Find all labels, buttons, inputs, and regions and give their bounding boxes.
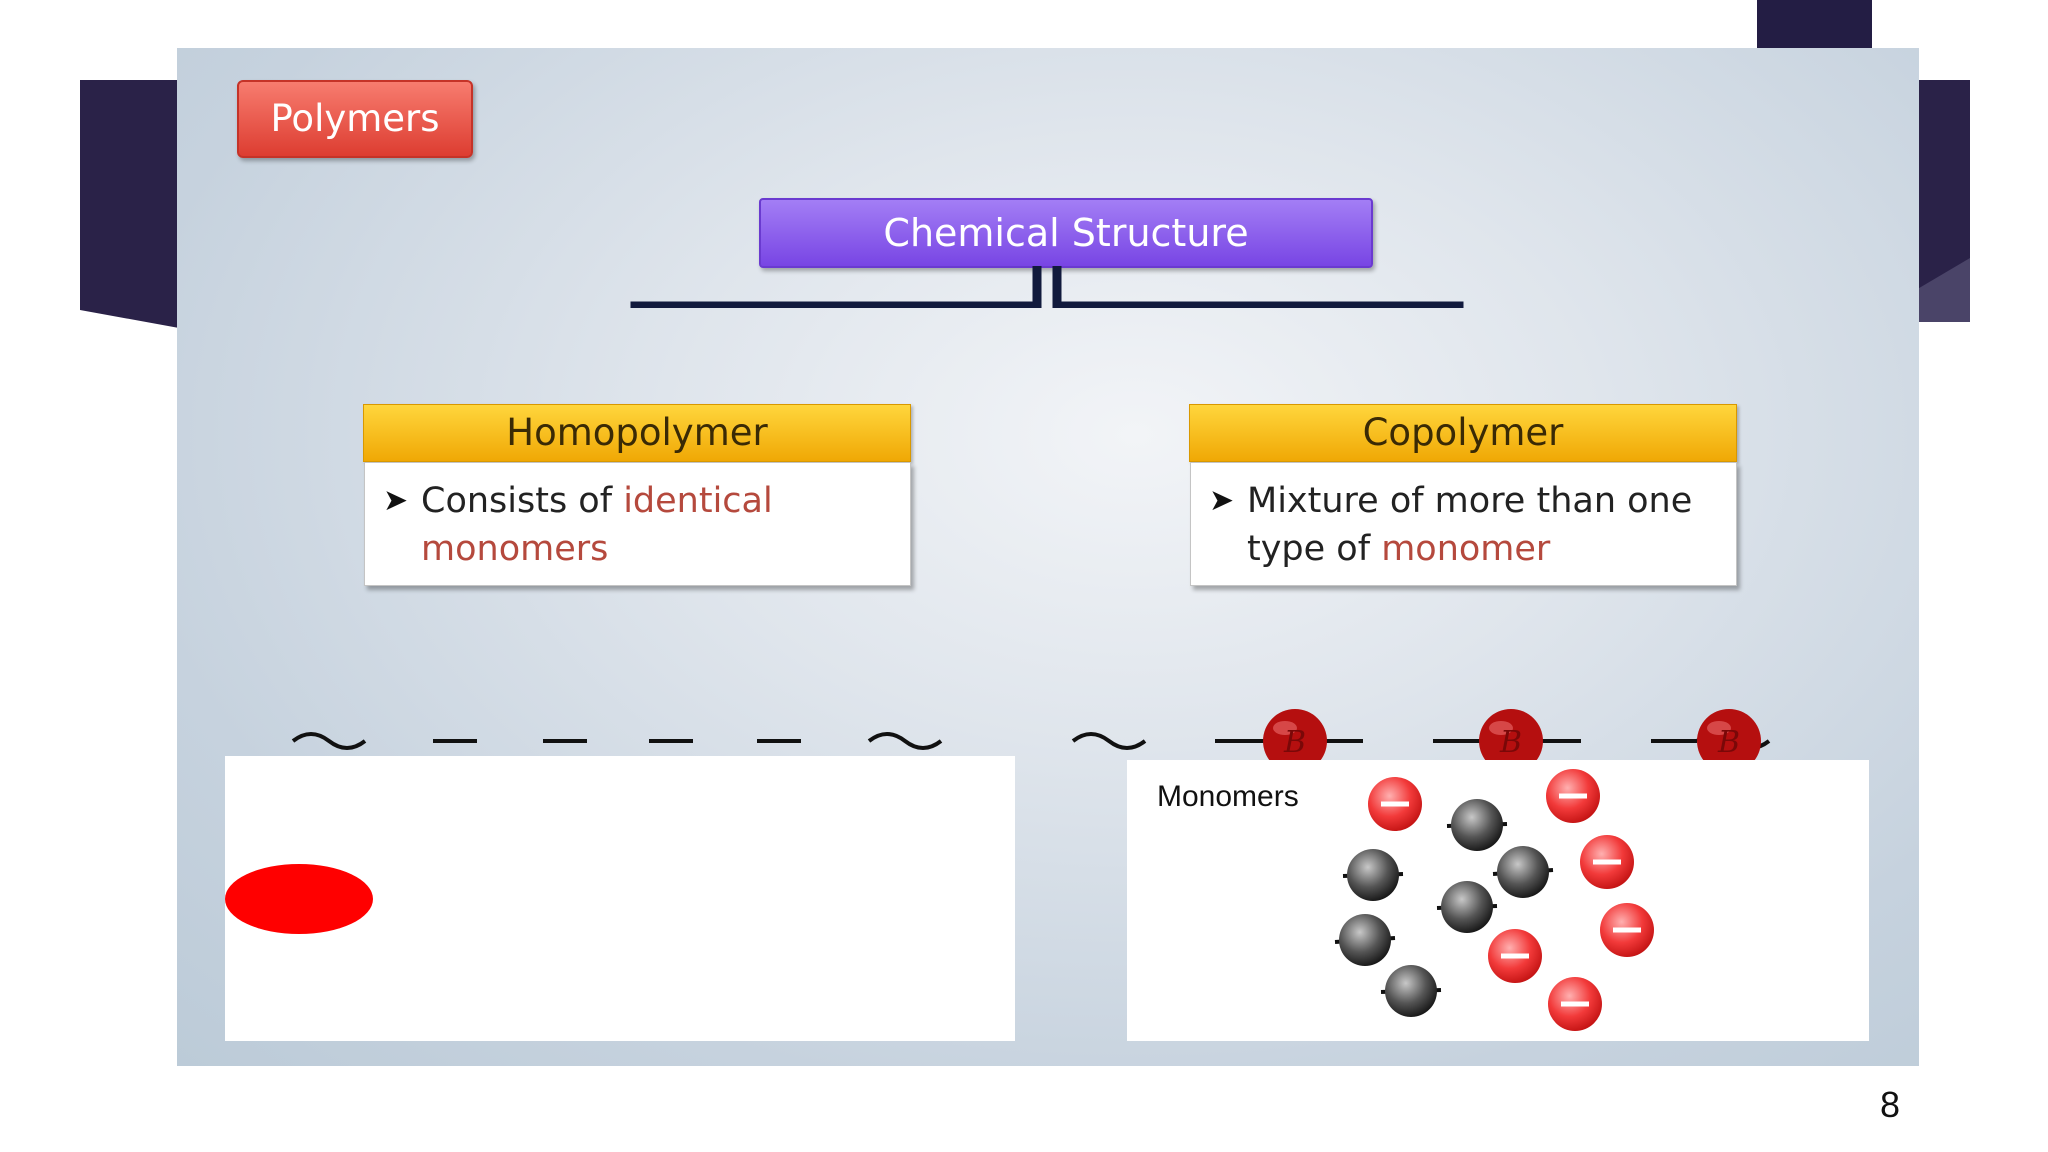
template-top-block	[1757, 0, 1872, 50]
chain-end-wave-icon	[291, 732, 367, 750]
homopolymer-animation-panel	[225, 756, 1015, 1041]
bead-label: B	[1717, 725, 1740, 760]
chain-end-wave-icon	[867, 732, 943, 750]
monomer-bead-b: B	[1263, 709, 1327, 768]
bullet-arrow-icon: ➤	[1209, 483, 1235, 518]
homopolymer-header: Homopolymer	[363, 404, 911, 462]
chain-end-wave-icon	[1071, 732, 1147, 750]
homopolymer-chain	[291, 732, 943, 750]
dark-monomer	[1436, 881, 1498, 933]
dark-monomer	[1492, 846, 1554, 898]
polymer-chains: B B B	[291, 709, 1771, 768]
copolymer-header: Copolymer	[1189, 404, 1737, 462]
homopolymer-text-end: monomers	[421, 529, 609, 569]
red-monomer	[1488, 929, 1542, 983]
slide-image: Polymers Chemical Structure Homopolymer …	[177, 48, 1919, 1066]
copolymer-text: Mixture of more than one type of	[1247, 481, 1693, 569]
red-monomer	[1548, 977, 1602, 1031]
polymers-tag: Polymers	[237, 80, 473, 158]
dark-monomer	[1446, 799, 1508, 851]
copolymer-chain: B B B	[1071, 709, 1771, 768]
monomer-bead-b: B	[1479, 709, 1543, 768]
bead-label: B	[1499, 725, 1522, 760]
left-connector	[630, 266, 1042, 308]
dark-monomer	[1380, 965, 1442, 1017]
monomer-scatter	[1334, 769, 1654, 1031]
red-monomer	[1600, 903, 1654, 957]
copolymer-highlight: monomer	[1381, 529, 1551, 569]
homopolymer-highlight: identical	[623, 481, 773, 521]
copolymer-description: ➤ Mixture of more than one type of monom…	[1190, 462, 1737, 586]
monomer-panel: Monomers	[1127, 760, 1869, 1041]
red-monomer	[1368, 777, 1422, 831]
red-monomer	[1546, 769, 1600, 823]
homopolymer-description: ➤ Consists of identical monomers	[364, 462, 911, 586]
monomer-bead-b: B	[1697, 709, 1761, 768]
red-monomer-blob	[225, 864, 373, 934]
page-number: 8	[1880, 1084, 1901, 1125]
dark-monomer	[1342, 849, 1404, 901]
bullet-arrow-icon: ➤	[383, 483, 409, 518]
homopolymer-text: Consists of	[421, 481, 624, 521]
bead-label: B	[1283, 725, 1306, 760]
template-band-left	[80, 80, 190, 330]
right-connector	[1052, 266, 1464, 308]
dark-monomer	[1334, 914, 1396, 966]
monomers-label: Monomers	[1157, 780, 1299, 813]
connector-arrows	[630, 266, 1464, 308]
chemical-structure-box: Chemical Structure	[759, 198, 1373, 268]
red-monomer	[1580, 835, 1634, 889]
